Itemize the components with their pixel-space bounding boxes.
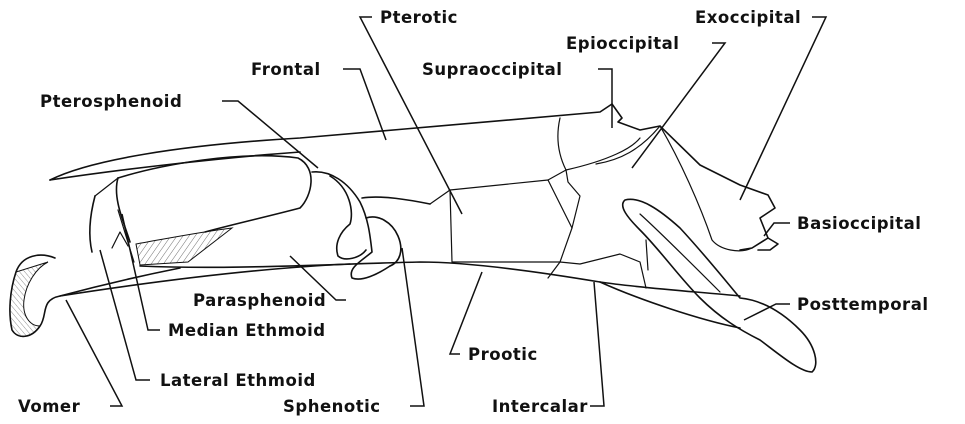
labels: Pterotic Exoccipital Epioccipital Fronta… [18, 8, 928, 416]
label-median-ethmoid: Median Ethmoid [168, 321, 326, 340]
label-prootic: Prootic [468, 345, 538, 364]
label-exoccipital: Exoccipital [695, 8, 801, 27]
leader-median-ethmoid [122, 214, 160, 330]
label-supraoccipital: Supraoccipital [422, 60, 562, 79]
leader-frontal [343, 69, 386, 140]
label-sphenotic: Sphenotic [283, 397, 381, 416]
leader-basioccipital [764, 223, 790, 236]
label-pterosphenoid: Pterosphenoid [40, 92, 182, 111]
label-lateral-ethmoid: Lateral Ethmoid [160, 371, 316, 390]
leader-lateral-ethmoid [100, 250, 150, 380]
leader-pterotic [360, 17, 462, 214]
leader-supraoccipital [598, 69, 612, 128]
leader-vomer [66, 300, 122, 406]
label-epioccipital: Epioccipital [566, 34, 679, 53]
label-basioccipital: Basioccipital [797, 214, 921, 233]
leader-intercalar [590, 282, 604, 406]
leader-epioccipital [632, 43, 725, 168]
label-pterotic: Pterotic [380, 8, 458, 27]
label-vomer: Vomer [18, 397, 81, 416]
skull-outline [10, 104, 816, 372]
leader-prootic [450, 272, 482, 354]
leader-exoccipital [740, 17, 826, 200]
label-posttemporal: Posttemporal [797, 295, 928, 314]
leader-sphenotic [402, 248, 424, 406]
label-parasphenoid: Parasphenoid [193, 291, 326, 310]
label-frontal: Frontal [251, 60, 321, 79]
label-intercalar: Intercalar [492, 397, 588, 416]
